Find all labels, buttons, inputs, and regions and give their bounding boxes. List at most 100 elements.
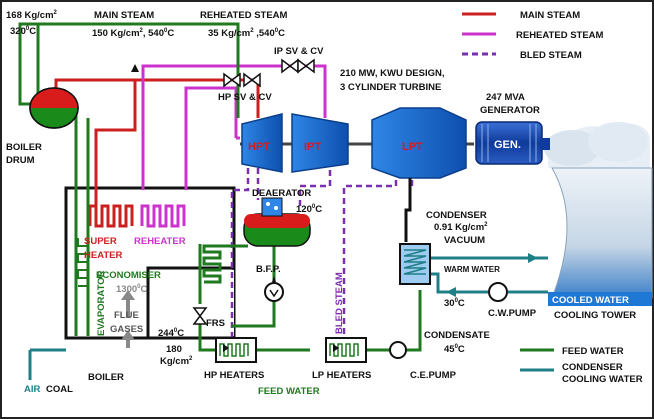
ip-cv-valve-icon (297, 58, 315, 74)
deaerator-temp: 1200C (296, 204, 322, 215)
fw-temp-label: 2440C (158, 328, 184, 339)
lp-heaters-label: LP HEATERS (312, 370, 371, 381)
condenser-label-1: CONDENSER (426, 210, 487, 221)
hpt-label: HPT (248, 141, 270, 153)
drum-downcomer-left (18, 22, 40, 106)
cw-pump-icon (488, 282, 508, 302)
bled-steam-vertical-label: BLED STEAM (334, 272, 345, 334)
economiser-label: ECONOMISER (96, 270, 161, 281)
condenser-tubes (403, 249, 427, 275)
evaporator-coil (77, 238, 89, 287)
hpt-body (241, 113, 283, 173)
arrow-up-icon (131, 64, 139, 72)
flue-gases-label-2: GASES (110, 324, 143, 335)
boiler-drum-label-2: DRUM (6, 155, 35, 166)
flue-gas-arrow-icon (121, 290, 135, 318)
ipt-label: IPT (304, 141, 321, 153)
steam-cloud-puff (544, 130, 600, 166)
lp-exhaust-duct (404, 178, 412, 242)
main-steam-title: MAIN STEAM (94, 10, 154, 21)
frs-to-hp-heater (198, 318, 218, 352)
condensate-label-1: CONDENSATE (424, 330, 490, 341)
legend-main-steam-label: MAIN STEAM (520, 10, 580, 21)
reheated-steam-params: 35 Kg/cm2 ,5400C (208, 28, 285, 39)
deaerator-vessel (243, 197, 311, 247)
air-label: AIR (24, 384, 41, 395)
hp-heater-box (215, 337, 257, 363)
reheater-coil (140, 204, 186, 228)
cooled-water-pool (548, 292, 652, 306)
super-heater-coil (88, 204, 134, 228)
generator-fins (481, 124, 537, 162)
reheated-steam-title: REHEATED STEAM (200, 10, 288, 21)
ipt-body (291, 113, 349, 173)
hp-valve-label: HP SV & CV (218, 92, 272, 103)
feed-to-hpt-line (38, 22, 240, 118)
lpt-label: LPT (402, 141, 423, 153)
steam-cloud-puff (588, 122, 648, 162)
ce-pump-label: C.E.PUMP (410, 370, 457, 381)
frs-label: FRS (206, 318, 225, 329)
arrow-left-icon (446, 287, 456, 297)
flow-arrows (131, 64, 339, 352)
legend-feed-water-label: FEED WATER (562, 346, 624, 357)
arrow-left-icon (333, 344, 339, 352)
generator-desc-2: GENERATOR (480, 105, 540, 116)
ip-valve-label: IP SV & CV (274, 46, 324, 57)
evaporator-label: EVAPORATOR (96, 270, 107, 336)
condensate-label-2: 450C (444, 344, 465, 355)
frs-valve-icon (192, 307, 208, 325)
coal-label: COAL (46, 384, 73, 395)
bfp-arrow-icon (269, 289, 279, 298)
deaerator-label: DEAERATOR (252, 188, 311, 199)
condenser-label-3: VACUUM (444, 235, 485, 246)
cepump-to-condenser (404, 290, 422, 352)
cw-pump-label: C.W.PUMP (488, 308, 537, 319)
generator-desc-1: 247 MVA (486, 92, 525, 103)
feed-water-label: FEED WATER (258, 386, 320, 397)
bfp-pump-icon (264, 282, 284, 302)
fw-pressure-unit: Kg/cm2 (160, 356, 193, 367)
hp-heaters-label: HP HEATERS (204, 370, 264, 381)
turbine-desc-2: 3 CYLINDER TURBINE (340, 82, 441, 93)
condenser-label-2: 0.91 Kg/cm2 (434, 222, 488, 233)
legend-cooling-water-label: COOLING WATER (562, 374, 643, 385)
reheated-steam-lines (141, 64, 327, 190)
bled-steam-lp-a (342, 170, 398, 340)
main-steam-pipe-to-hpt (135, 78, 260, 118)
drum-pressure-label: 168 Kg/cm2 (6, 10, 58, 21)
boiler-drum (29, 87, 79, 129)
furnace-temp: 13000C (116, 284, 147, 295)
turbine-desc-1: 210 MW, KWU DESIGN, (340, 68, 445, 79)
economiser-coil (202, 244, 222, 284)
fw-pressure-label: 180 (166, 344, 182, 355)
hp-sv-valve-icon (223, 72, 241, 88)
lpt-body (371, 107, 467, 179)
warm-water-label: WARM WATER (444, 265, 500, 274)
valves (192, 58, 315, 325)
feed-water-lines (18, 22, 422, 352)
reheat-pipe-from-hpt (184, 86, 238, 190)
boiler-label: BOILER (88, 372, 124, 383)
legend-bled-steam-label: BLED STEAM (520, 50, 582, 61)
boiler-drum-label-1: BOILER (6, 142, 42, 153)
ce-pump-icon (389, 341, 407, 359)
warm-water-arrows (446, 253, 538, 297)
flue-gas-arrow-icon (121, 330, 135, 348)
legend-reheated-steam-label: REHEATED STEAM (516, 30, 604, 41)
main-steam-pipe (54, 78, 137, 200)
super-heater-label-1: SUPER (84, 236, 117, 247)
hp-cv-valve-icon (243, 72, 261, 88)
gen-label: GEN. (494, 139, 521, 151)
flue-gases-label-1: FLUE (114, 310, 139, 321)
ip-sv-valve-icon (281, 58, 299, 74)
cooled-water-label: COOLED WATER (552, 295, 629, 306)
super-heater-label-2: HEATER (84, 250, 122, 261)
generator-shaft-end (540, 138, 550, 150)
reheater-label: REHEATER (134, 236, 186, 247)
cw-return-line (430, 272, 488, 294)
arrow-right-icon (528, 253, 538, 263)
bled-steam-hp-a (230, 168, 250, 340)
